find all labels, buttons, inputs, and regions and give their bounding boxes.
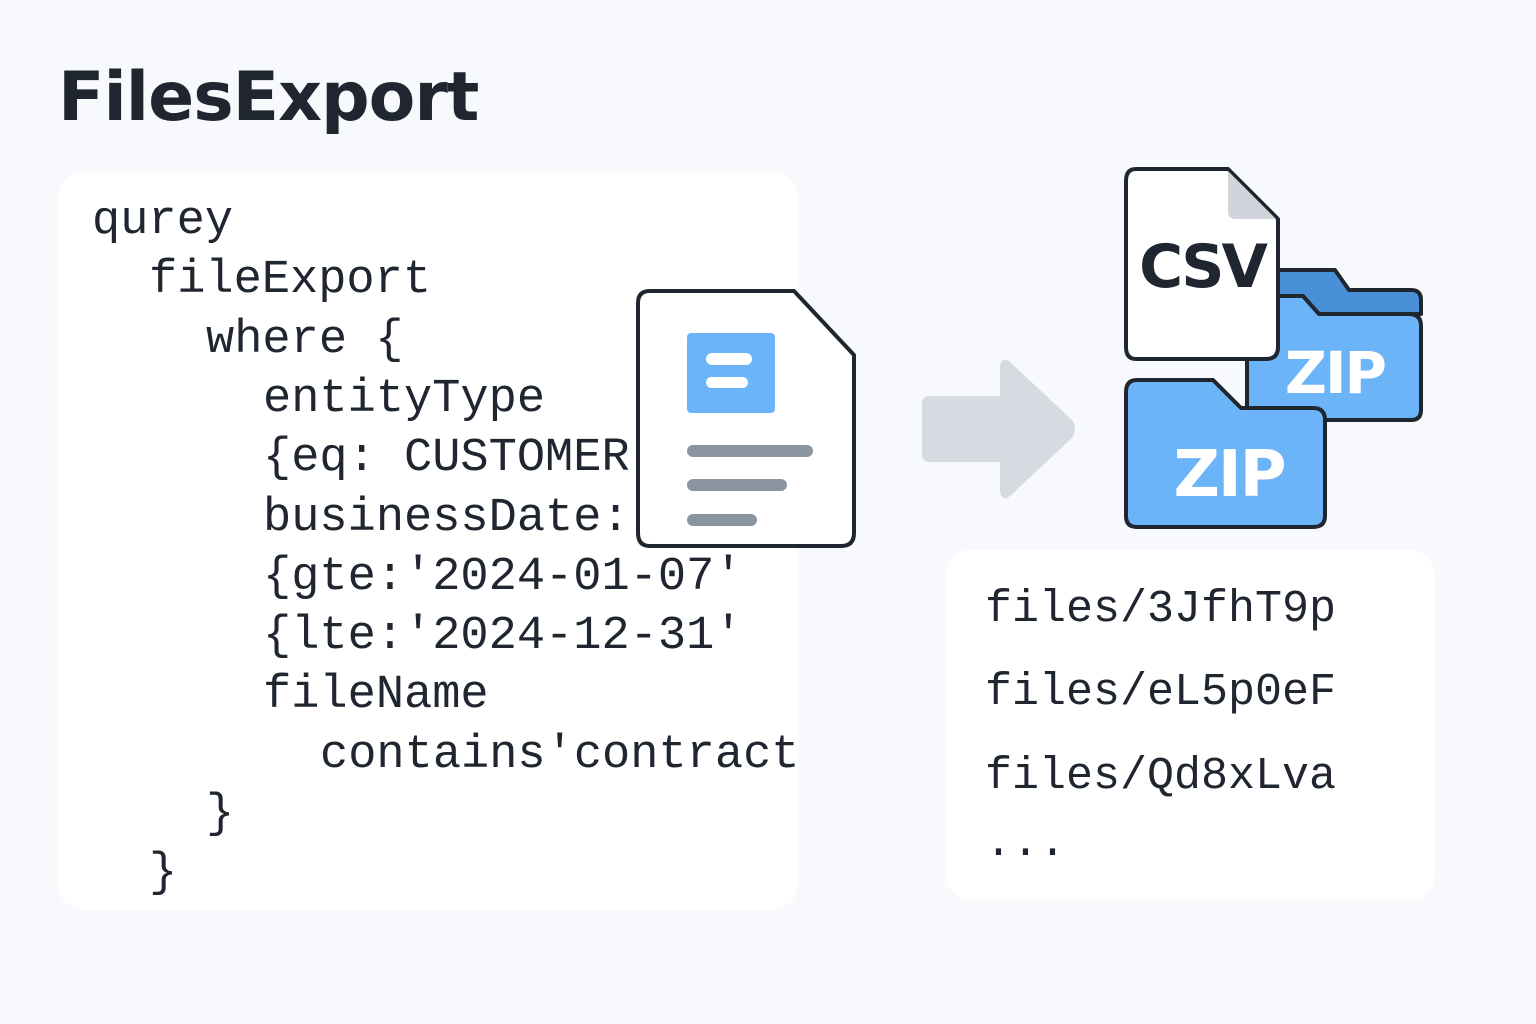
zip-folder-icon: ZIP [1124, 378, 1327, 529]
code-line: } [206, 788, 235, 841]
file-path: files/Qd8xLva [985, 751, 1337, 802]
page-title: FilesExport [58, 58, 479, 137]
output-files-card [945, 550, 1435, 900]
code-line: businessDate: [263, 491, 630, 545]
code-line: entityType [263, 372, 546, 426]
file-path: files/3JfhT9p [985, 584, 1337, 635]
code-line: fileExport [149, 254, 432, 308]
code-line: {eq: CUSTOMER [263, 432, 630, 486]
zip-label: ZIP [1285, 339, 1386, 407]
code-line: qurey [92, 195, 234, 248]
code-line: {lte:'2024-12-31' [263, 610, 743, 664]
ellipsis: ... [985, 818, 1067, 869]
file-path: files/eL5p0eF [985, 667, 1337, 718]
code-line: } [149, 847, 178, 901]
document-icon [636, 289, 856, 548]
code-line: fileName [263, 669, 489, 723]
arrow-right-icon [922, 359, 1075, 499]
csv-label: CSV [1139, 232, 1268, 302]
zip-label: ZIP [1173, 438, 1284, 512]
code-line: {gte:'2024-01-07' [263, 550, 743, 604]
code-line: contains'contract [320, 728, 800, 782]
code-line: where { [206, 313, 404, 367]
csv-file-icon: CSV [1124, 167, 1280, 361]
zip-folder-icon: ZIP [1245, 268, 1423, 422]
